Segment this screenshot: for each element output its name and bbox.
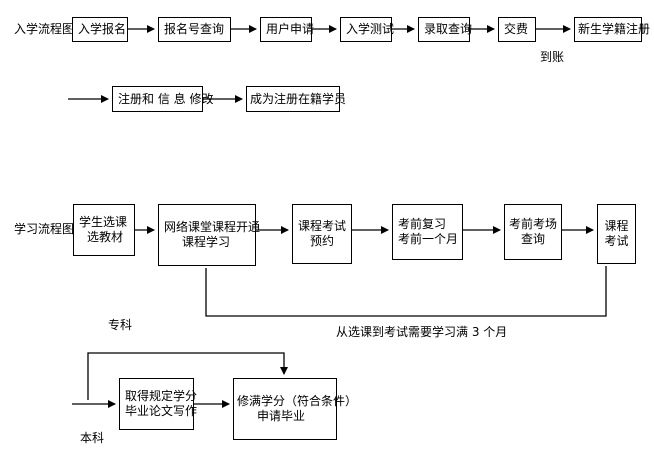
step-select-course: 学生选课 选教材: [73, 204, 135, 256]
step-label: 交费: [504, 22, 529, 36]
step-label-line-1: 学生选课: [79, 215, 128, 229]
step-modify-info: 注册和 信 息 修改: [112, 86, 214, 112]
undergraduate-label: 本科: [80, 431, 105, 445]
step-label: 入学报名: [78, 22, 127, 36]
step-label: 注册和 信 息 修改: [118, 91, 214, 106]
step-label: 录取查询: [424, 22, 473, 36]
step-enroll: 入学报名: [72, 17, 128, 42]
step-online-class: 网络课堂课程开通 课程学习: [158, 204, 261, 266]
step-admission-query: 录取查询: [418, 17, 473, 42]
step-label-line-2: 考前一个月: [398, 232, 459, 246]
admission-flow-title: 入学流程图:: [14, 22, 79, 36]
step-label-line-2: 毕业论文写作: [125, 404, 198, 418]
step-pay: 交费: [498, 17, 536, 42]
step-label-line-1: 考前复习: [398, 217, 447, 231]
step-label-line-2: 申请毕业: [257, 409, 306, 423]
junior-college-label: 专科: [108, 318, 133, 332]
step-label: 成为注册在籍学员: [250, 91, 347, 106]
step-label-line-2: 查询: [520, 232, 545, 246]
step-label-line-2: 考试: [604, 234, 629, 248]
step-label-line-1: 网络课堂课程开通: [164, 220, 261, 234]
duration-bracket: [205, 266, 607, 317]
step-registration: 新生学籍注册: [574, 17, 651, 42]
step-label-line-1: 课程考试: [298, 219, 347, 233]
branch-line-to-graduate: [87, 352, 288, 400]
step-label-line-1: 考前考场: [509, 217, 558, 231]
step-label-line-2: 课程学习: [182, 235, 231, 249]
step-label-line-2: 选教材: [87, 230, 124, 244]
step-label: 入学测试: [346, 22, 395, 36]
study-flow-title: 学习流程图:: [14, 222, 79, 236]
step-graduation-apply: 修满学分（符合条件） 申请毕业: [233, 378, 358, 440]
step-label: 用户申请: [266, 22, 315, 36]
step-label-line-1: 修满学分（符合条件）: [237, 394, 358, 408]
step-label-line-1: 取得规定学分: [125, 389, 198, 403]
step-label: 报名号查询: [164, 22, 225, 36]
arrival-label: 到账: [540, 50, 565, 64]
step-credits-thesis: 取得规定学分 毕业论文写作: [119, 378, 198, 430]
step-label-line-2: 预约: [309, 234, 334, 248]
step-registered-student: 成为注册在籍学员: [246, 86, 347, 112]
step-label-line-1: 课程: [604, 219, 629, 233]
duration-note: 从选课到考试需要学习满 3 个月: [336, 325, 508, 339]
step-exam-review: 考前复习 考前一个月: [392, 204, 463, 260]
step-label: 新生学籍注册: [578, 22, 651, 36]
step-user-apply: 用户申请: [260, 17, 315, 42]
step-check-number: 报名号查询: [158, 17, 231, 42]
step-exam-booking: 课程考试 预约: [292, 204, 352, 264]
step-course-exam: 课程 考试: [597, 204, 636, 264]
step-exam-venue: 考前考场 查询: [504, 204, 562, 260]
step-entrance-test: 入学测试: [340, 17, 395, 42]
